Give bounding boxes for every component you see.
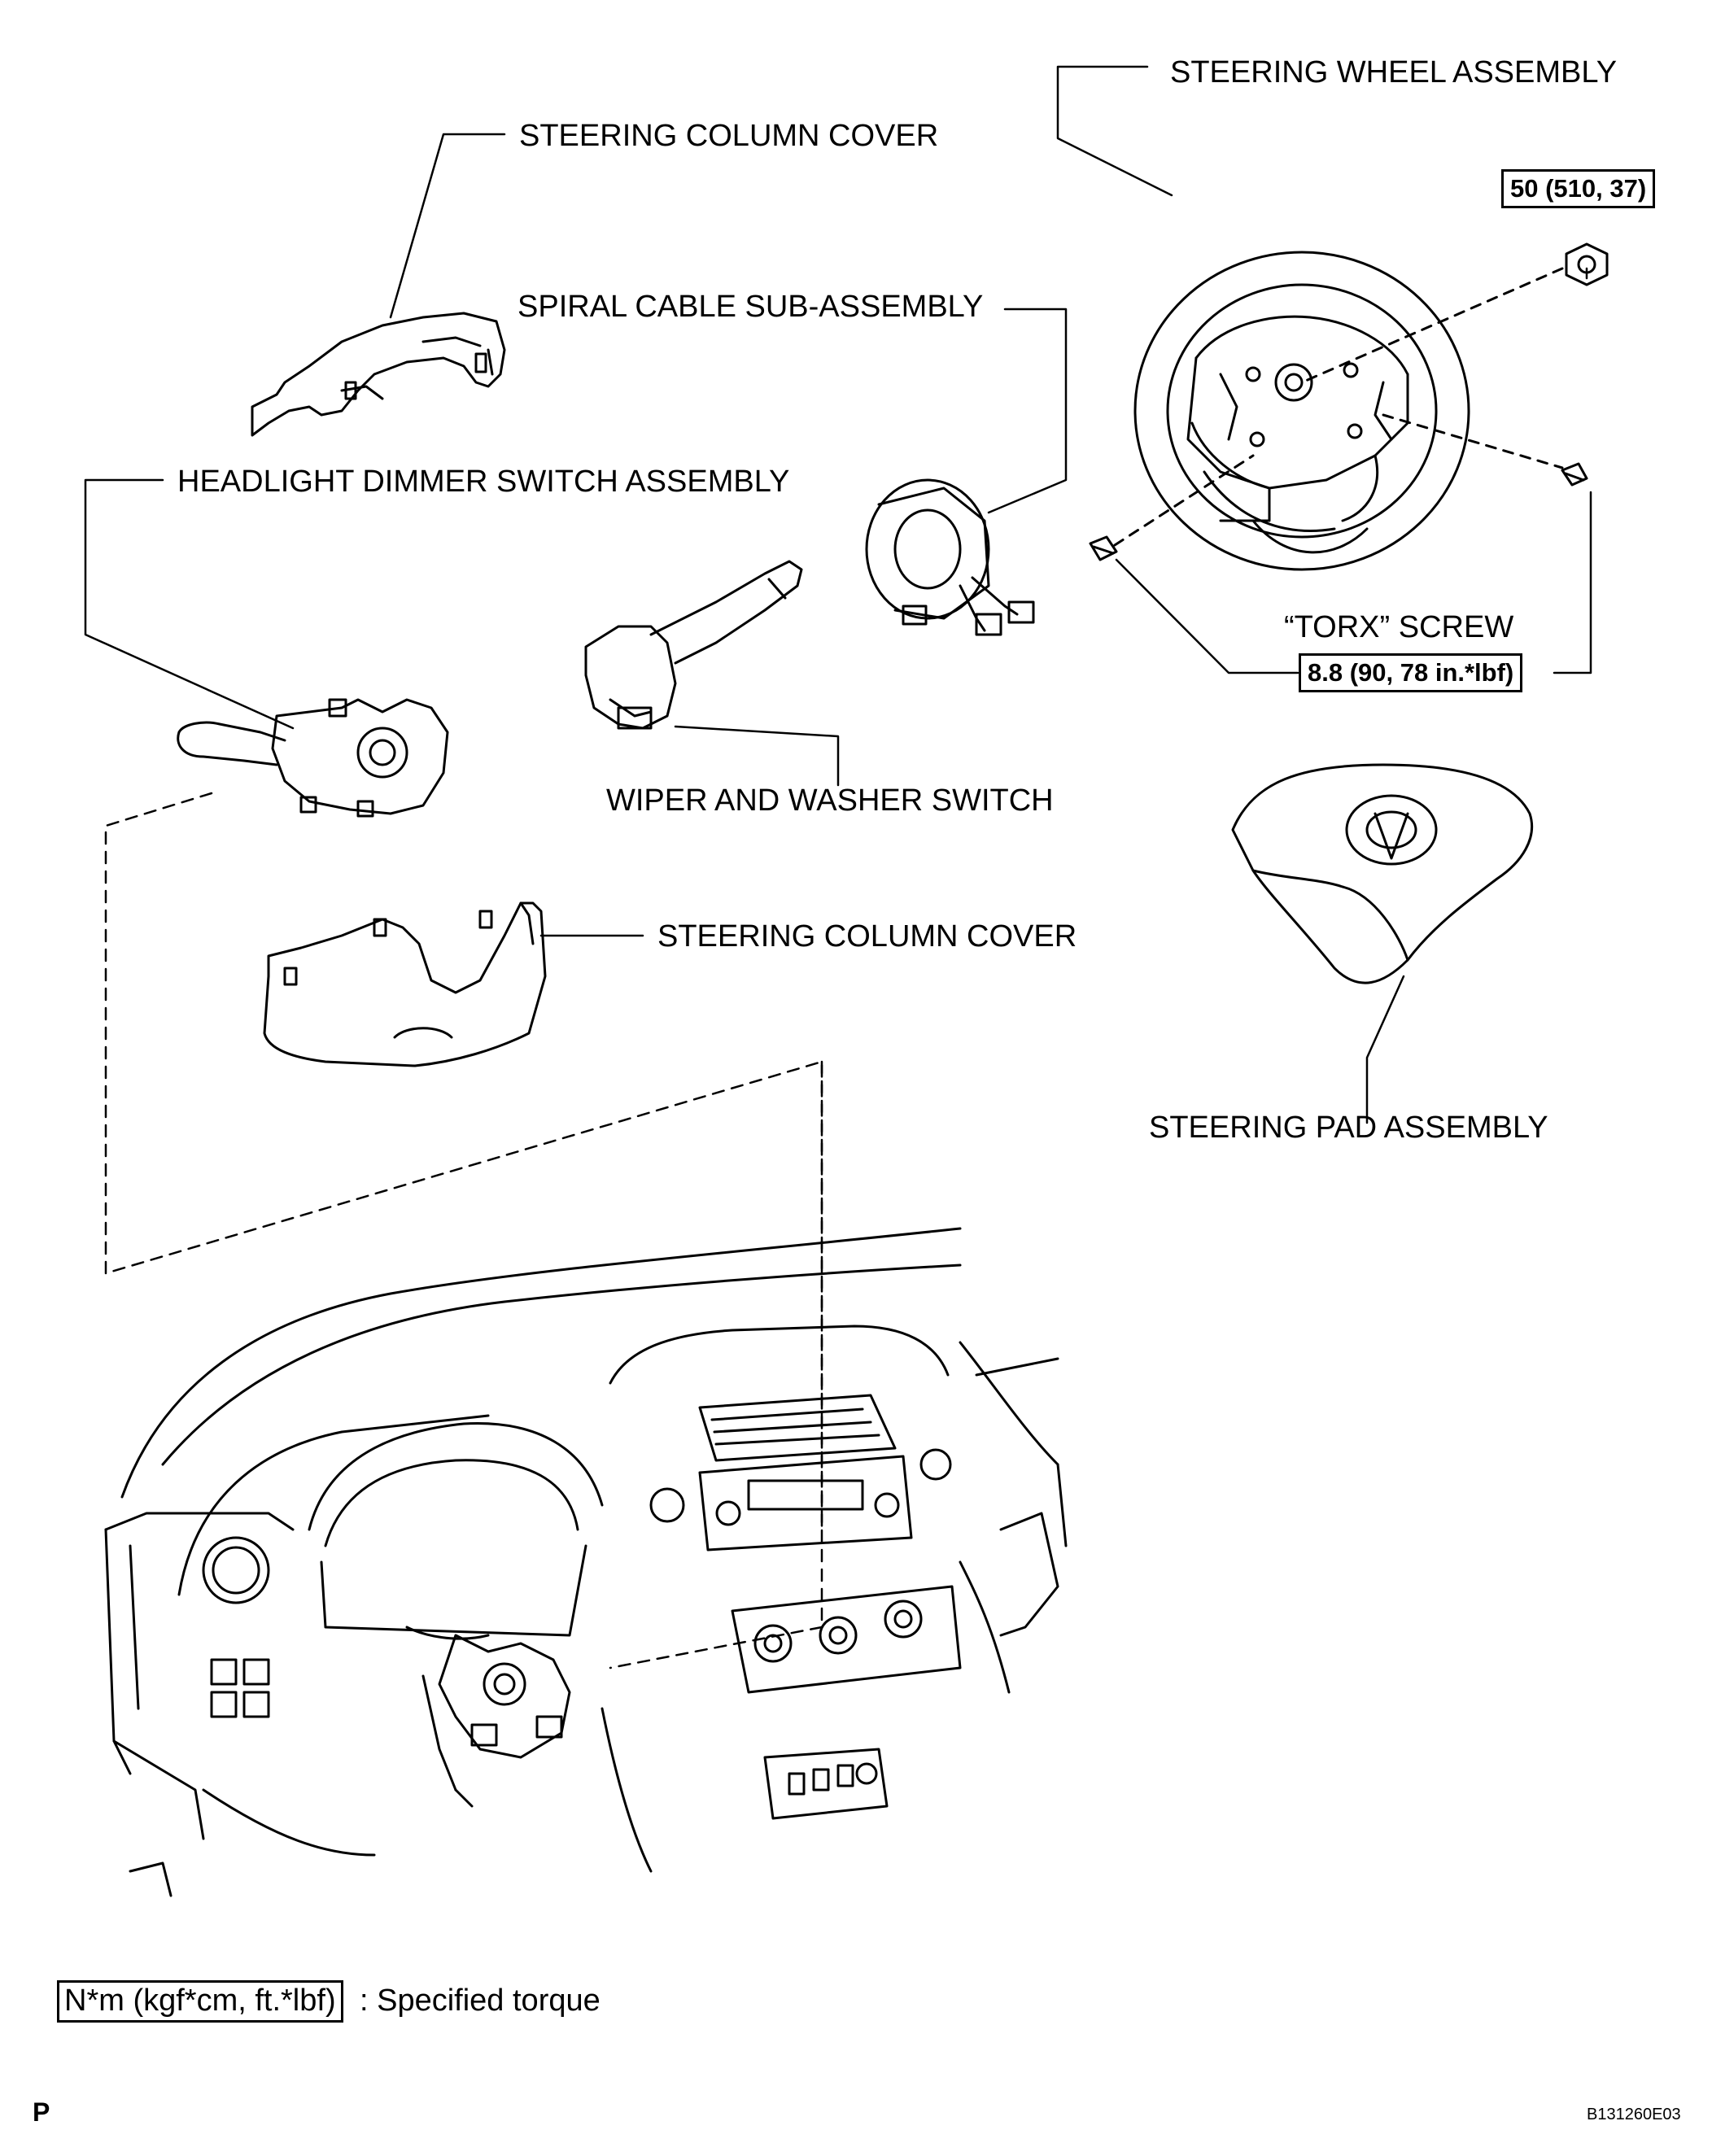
lower-column-cover-drawing [263,901,547,1067]
spiral-cable-sub-assembly-label: SPIRAL CABLE SUB-ASSEMBLY [518,290,984,324]
wiper-switch-drawing [584,560,803,730]
torx-screw-torque-spec: 8.8 (90, 78 in.*lbf) [1299,653,1523,693]
wiper-and-washer-switch-label: WIPER AND WASHER SWITCH [606,783,1054,818]
torque-unit-legend-box: N*m (kgf*cm, ft.*lbf) [57,1980,343,2023]
steering-wheel-drawing [1133,251,1470,571]
alignment-dashed-lines [104,792,823,1669]
spiral-cable-drawing [865,478,1035,636]
steering-pad-assembly-label: STEERING PAD ASSEMBLY [1149,1111,1548,1145]
lower-steering-column-cover-label: STEERING COLUMN COVER [657,919,1077,954]
upper-steering-column-cover-label: STEERING COLUMN COVER [519,119,939,153]
steering-pad-drawing [1231,763,1534,984]
headlight-switch-drawing [177,698,449,818]
page-letter: P [33,2097,50,2127]
upper-column-cover-drawing [251,312,506,437]
leader-lines [84,65,1592,1124]
torx-screw-left-drawing [1089,535,1118,561]
torx-screw-label: “TORX” SCREW [1284,610,1514,644]
torque-legend-description: : Specified torque [360,1984,601,2018]
nut-torque-spec: 50 (510, 37) [1501,169,1656,209]
torx-screw-right-drawing [1561,462,1588,487]
fastener-dashed-lines [1113,267,1564,547]
steering-wheel-assembly-label: STEERING WHEEL ASSEMBLY [1170,55,1618,89]
headlight-dimmer-switch-assembly-label: HEADLIGHT DIMMER SWITCH ASSEMBLY [177,465,790,499]
dashboard-drawing [104,1227,1068,1897]
figure-code: B131260E03 [1587,2106,1681,2123]
